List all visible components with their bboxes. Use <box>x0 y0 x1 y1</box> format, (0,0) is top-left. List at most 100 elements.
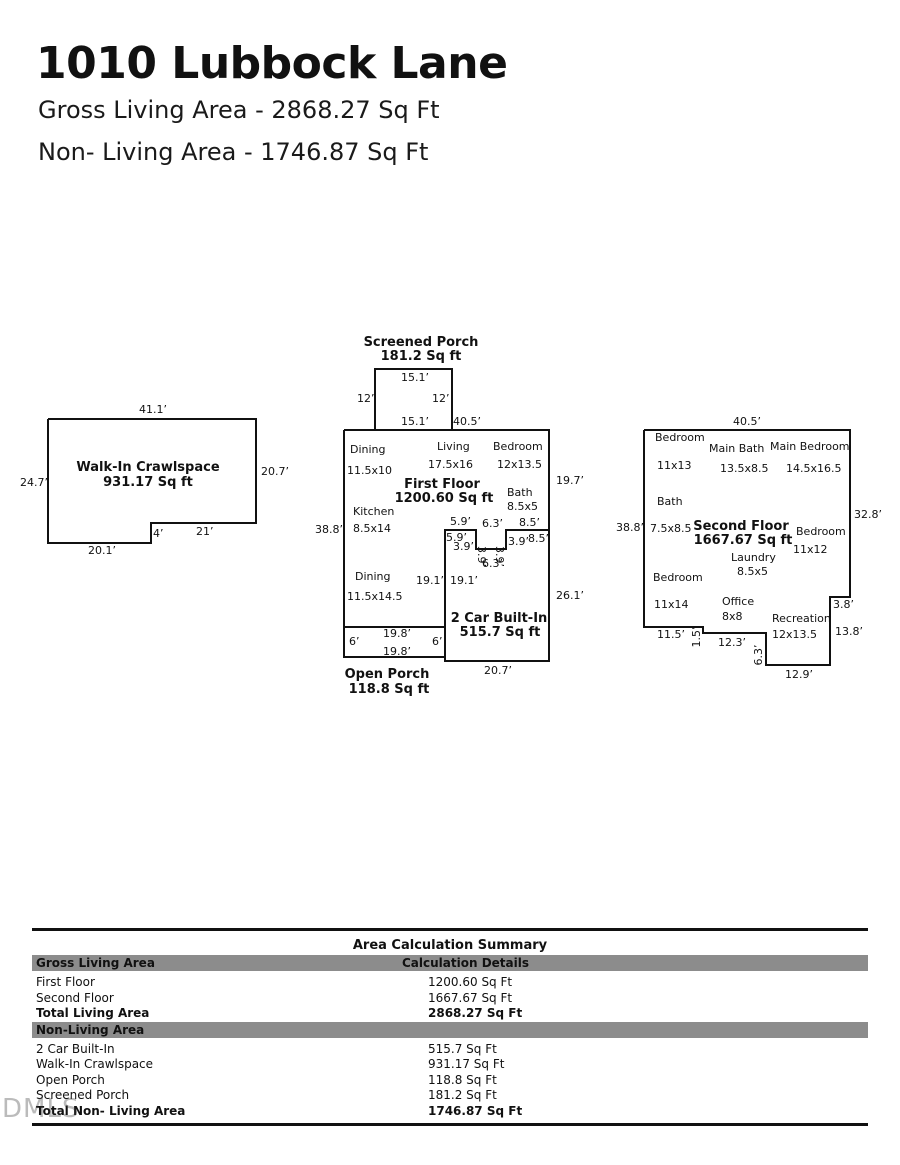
open-porch-dim-left: 6’ <box>349 635 360 648</box>
sf-room-name-7: Bedroom <box>653 571 703 584</box>
second-floor-area: 1667.67 Sq ft <box>694 533 793 548</box>
row-value: 1667.67 Sq Ft <box>428 990 513 1005</box>
sf-room-size-1: 11x13 <box>657 459 692 472</box>
summary-row: First Floor 1200.60 Sq Ft <box>32 975 868 991</box>
crawlspace-dim-right: 20.7’ <box>261 465 289 478</box>
total-living-row: Total Living Area 2868.27 Sq Ft <box>32 1006 868 1022</box>
sf-dim-d1: 3.8’ <box>833 598 854 611</box>
screened-porch-sketch: Screened Porch 181.2 Sq ft 15.1’ 12’ 12’… <box>357 335 478 430</box>
sf-room-size-6: 8.5x5 <box>737 565 768 578</box>
sf-dim-d6: 1.5’ <box>690 627 703 648</box>
garage-name: 2 Car Built-In <box>451 611 548 626</box>
floor-plan-diagram: Walk-In Crawlspace 931.17 Sq ft 41.1’ 24… <box>20 335 882 697</box>
summary-bottom-rule <box>32 1123 868 1126</box>
sf-dim-d4: 6.3’ <box>752 645 765 666</box>
area-calculation-summary: Area Calculation Summary Gross Living Ar… <box>32 928 868 1126</box>
garage-area: 515.7 Sq ft <box>460 625 541 640</box>
gross-living-area-line: Gross Living Area - 2868.27 Sq Ft <box>38 96 440 124</box>
open-porch-name: Open Porch <box>345 667 430 682</box>
screened-porch-dim-left: 12’ <box>357 392 375 405</box>
ff-dim-n2: 6.3’ <box>482 517 503 530</box>
summary-top-rule <box>32 928 868 931</box>
sf-room-name-6: Laundry <box>731 551 776 564</box>
garage-dim-right: 26.1’ <box>556 589 584 602</box>
sf-dim-top: 40.5’ <box>733 415 761 428</box>
first-floor-name: First Floor <box>404 477 480 492</box>
ff-dim-n1: 5.9’ <box>450 515 471 528</box>
crawlspace-dim-left: 24.7’ <box>20 476 48 489</box>
ff-room-size-3: 12x13.5 <box>497 458 542 471</box>
row-label: First Floor <box>36 975 95 989</box>
ff-room-size-1: 11.5x10 <box>347 464 392 477</box>
ff-dim-n8: 3.9’ <box>508 535 529 548</box>
open-porch-dim-top: 19.8’ <box>383 627 411 640</box>
sf-room-name-1: Bedroom <box>655 431 705 444</box>
crawlspace-dim-step: 21’ <box>196 525 214 538</box>
summary-title: Area Calculation Summary <box>352 938 548 953</box>
open-porch-dim-bottom: 19.8’ <box>383 645 411 658</box>
sf-room-size-9: 12x13.5 <box>772 628 817 641</box>
screened-porch-outline <box>374 368 453 430</box>
sf-room-name-9: Recreation <box>772 612 831 625</box>
ff-room-size-2: 17.5x16 <box>428 458 473 471</box>
crawlspace-area: 931.17 Sq ft <box>103 475 193 490</box>
gla-header-band: Gross Living Area Calculation Details <box>32 955 868 971</box>
gla-header: Gross Living Area <box>36 956 155 970</box>
crawlspace-outline <box>47 418 257 544</box>
summary-row: 2 Car Built-In 515.7 Sq Ft <box>32 1042 868 1058</box>
first-floor-dim-right: 19.7’ <box>556 474 584 487</box>
sf-room-size-8: 8x8 <box>722 610 743 623</box>
sf-room-name-8: Office <box>722 595 754 608</box>
ff-dim-n6: 3.9’ <box>475 546 488 567</box>
row-label: Total Living Area <box>36 1006 150 1020</box>
row-value: 1746.87 Sq Ft <box>428 1103 523 1118</box>
sf-dim-d7: 11.5’ <box>657 628 685 641</box>
ff-dim-n10: 6.3’ <box>482 557 503 570</box>
sf-room-name-5: Bedroom <box>796 525 846 538</box>
row-label: Second Floor <box>36 990 114 1005</box>
ff-room-name-2: Living <box>437 440 470 453</box>
second-floor-outline <box>643 429 851 666</box>
screened-porch-dim-top: 15.1’ <box>401 371 429 384</box>
row-value: 931.17 Sq Ft <box>428 1057 505 1071</box>
row-label: 2 Car Built-In <box>36 1041 115 1056</box>
summary-row: Second Floor 1667.67 Sq Ft <box>32 991 868 1007</box>
row-label: Total Non- Living Area <box>36 1103 186 1118</box>
ff-room-name-1: Dining <box>350 443 386 456</box>
ff-room-size-6: 11.5x14.5 <box>347 590 403 603</box>
crawlspace-dim-bottom: 20.1’ <box>88 544 116 557</box>
first-floor-area: 1200.60 Sq ft <box>395 491 494 506</box>
crawlspace-name: Walk-In Crawlspace <box>76 460 219 475</box>
ff-dim-n12: 19.1’ <box>450 574 478 587</box>
sf-room-name-4: Bath <box>657 495 683 508</box>
sf-dim-left: 38.8’ <box>616 521 644 534</box>
summary-row: Open Porch 118.8 Sq Ft <box>32 1073 868 1089</box>
sf-room-name-2: Main Bath <box>709 442 764 455</box>
ff-dim-n4: 5.9’ <box>446 531 467 544</box>
summary-row: Screened Porch 181.2 Sq Ft <box>32 1088 868 1104</box>
ff-room-name-6: Dining <box>355 570 391 583</box>
ff-dim-n3: 8.5’ <box>519 516 540 529</box>
ff-room-name-4: Bath <box>507 486 533 499</box>
garage-dim-bottom: 20.7’ <box>484 664 512 677</box>
row-value: 118.8 Sq Ft <box>428 1072 497 1087</box>
row-value: 181.2 Sq Ft <box>428 1088 497 1102</box>
second-floor-sketch: 40.5’ 38.8’ 32.8’ 3.8’ 13.8’ 12.9’ 6.3’ … <box>616 415 882 681</box>
non-living-area-line: Non- Living Area - 1746.87 Sq Ft <box>38 138 429 166</box>
row-value: 515.7 Sq Ft <box>428 1041 497 1056</box>
first-floor-dim-left: 38.8’ <box>315 523 343 536</box>
crawlspace-dim-top: 41.1’ <box>139 403 167 416</box>
row-value: 1200.60 Sq Ft <box>428 975 513 989</box>
sf-room-size-7: 11x14 <box>654 598 689 611</box>
screened-porch-name: Screened Porch <box>364 335 479 350</box>
open-porch-area: 118.8 Sq ft <box>349 682 430 697</box>
screened-porch-dim-bottom: 15.1’ <box>401 415 429 428</box>
row-label: Walk-In Crawlspace <box>36 1057 154 1071</box>
sf-dim-d2: 13.8’ <box>835 625 863 638</box>
sf-dim-d5: 12.3’ <box>718 636 746 649</box>
open-porch-dim-right: 6’ <box>432 635 443 648</box>
sf-dim-right: 32.8’ <box>854 508 882 521</box>
screened-porch-dim-right: 12’ <box>432 392 450 405</box>
ff-room-name-3: Bedroom <box>493 440 543 453</box>
nla-header-band: Non-Living Area <box>32 1021 868 1038</box>
